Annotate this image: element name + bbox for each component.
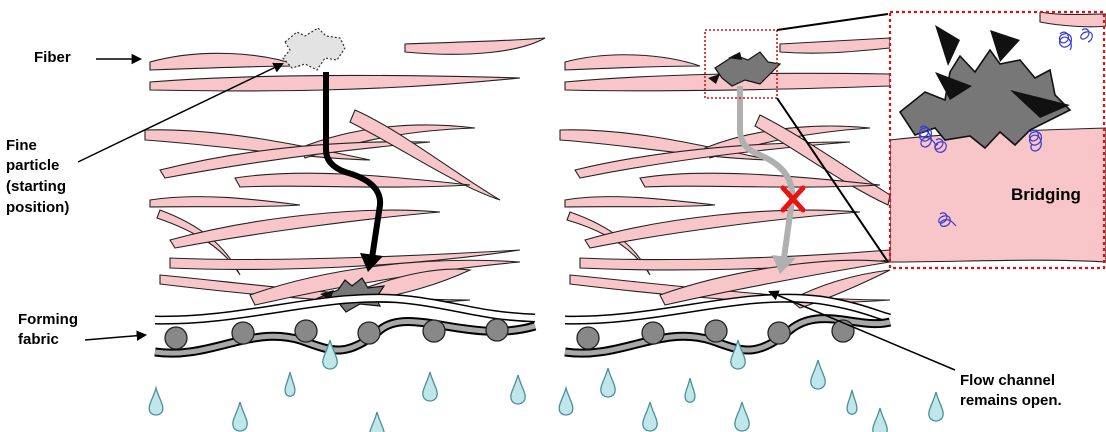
label-bridging: Bridging: [1011, 185, 1081, 204]
fabric-strand: [232, 322, 254, 344]
water-droplet: [559, 388, 573, 415]
fabric-strand: [486, 319, 508, 341]
fiber: [150, 53, 300, 70]
fabric-strand: [642, 322, 664, 344]
fiber: [585, 210, 860, 248]
label-fiber: Fiber: [34, 49, 71, 66]
water-droplet: [735, 402, 749, 431]
fiber: [160, 142, 430, 178]
water-droplet: [511, 375, 525, 404]
label-forming-fabric-arrow: [85, 335, 145, 340]
zoom-connector-top: [777, 14, 888, 30]
fabric-strand: [577, 327, 599, 349]
water-droplet: [929, 392, 943, 421]
label-fine-particle-2: particle: [6, 157, 59, 174]
fabric-strand: [423, 320, 445, 342]
fiber: [150, 75, 520, 91]
label-forming-fabric-1: Forming: [18, 311, 78, 328]
water-droplet: [643, 402, 657, 431]
left-panel: Fiber Fine particle (starting position) …: [6, 28, 545, 432]
label-flow-channel-2: remains open.: [960, 392, 1062, 409]
fiber: [780, 38, 890, 53]
fiber: [405, 38, 545, 54]
label-flow-channel-1: Flow channel: [960, 372, 1055, 389]
water-droplet: [285, 372, 295, 396]
fabric-strand: [165, 327, 187, 349]
water-droplet: [423, 372, 437, 401]
water-droplet: [873, 408, 887, 432]
forming-fabric-right: [565, 298, 890, 353]
fabric-strand: [705, 320, 727, 342]
fabric-strand: [295, 320, 317, 342]
water-droplet: [685, 378, 695, 402]
fine-particle-start: [283, 28, 345, 70]
water-droplet: [149, 388, 163, 415]
particle-path-arrow: [326, 72, 380, 258]
label-fine-particle-4: position): [6, 199, 69, 216]
water-droplet: [233, 402, 247, 431]
fiber: [565, 197, 715, 207]
fabric-strand: [768, 322, 790, 344]
fiber: [565, 55, 700, 70]
fabric-strand: [358, 322, 380, 344]
water-droplet: [847, 390, 857, 414]
water-droplet: [601, 368, 615, 397]
blocked-path-arrow: [740, 86, 792, 258]
fiber: [150, 197, 300, 207]
label-forming-fabric-2: fabric: [18, 331, 59, 348]
flow-channel-arrow: [770, 292, 955, 370]
zoom-inset: Bridging: [890, 12, 1106, 268]
label-fine-particle-3: (starting: [6, 178, 66, 195]
label-fine-particle-1: Fine: [6, 137, 37, 154]
water-droplet: [811, 360, 825, 389]
water-droplet: [370, 412, 384, 432]
